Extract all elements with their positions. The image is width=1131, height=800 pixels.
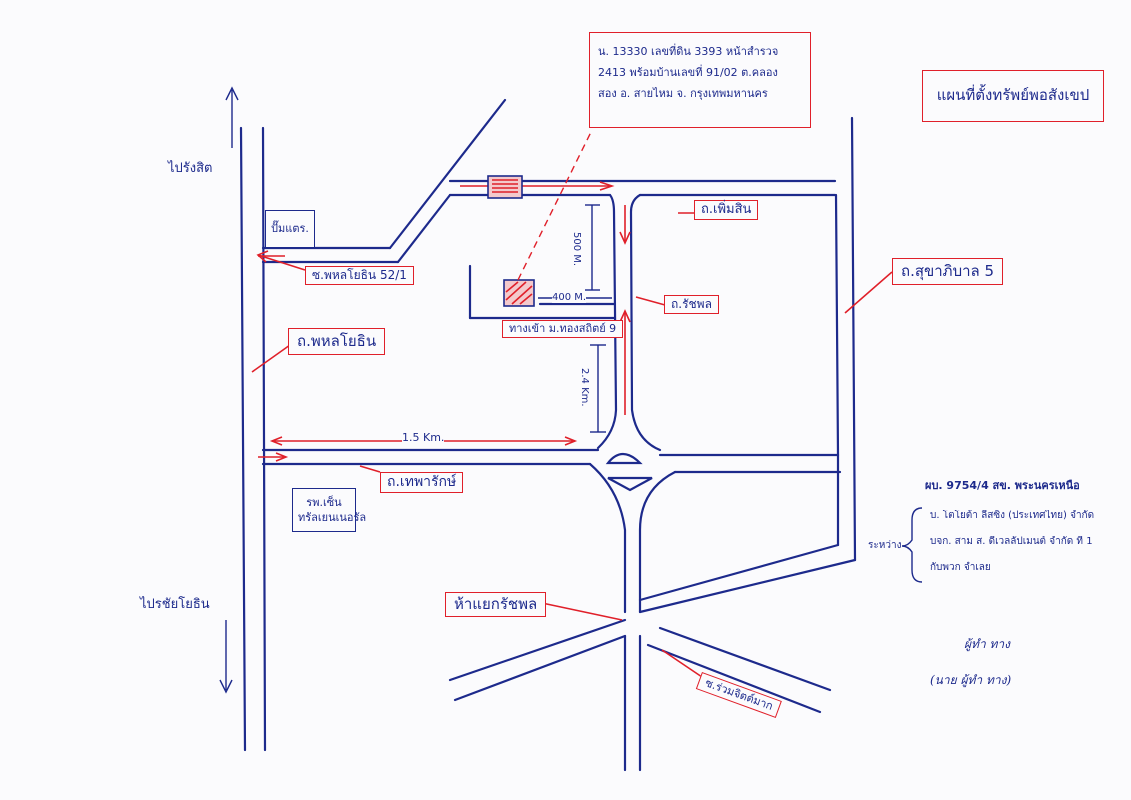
side-note-line-2: บจก. สาม ส. ดีเวลลัปเมนต์ จำกัด ที่ 1 <box>930 536 1093 547</box>
dist-15-arrowhead-right <box>564 436 578 446</box>
to-north-label: ไปรังสิต <box>168 161 213 176</box>
soi-phahon-red-arrow <box>257 254 306 271</box>
hospital-line-1: รพ.เซ็น <box>306 496 342 509</box>
village-red-arrowhead <box>619 309 631 323</box>
top-road-red-arrowhead <box>599 181 615 191</box>
north-arrow-head <box>225 86 239 101</box>
property-note: น. 13330 เลขที่ดิน 3393 หน้าสำรวจ 2413 พ… <box>589 32 811 128</box>
road-sukhaphiban-label: ถ.สุขาภิบาล 5 <box>892 258 1004 285</box>
junction-road-sw-bottom <box>453 634 627 702</box>
to-south-label: ไปรชัยโยธิน <box>140 597 210 612</box>
sukhaphiban-diag-top <box>638 558 857 614</box>
road-phoemsin-label: ถ.เพิ่มสิน <box>694 200 759 221</box>
road-phahon-right-edge <box>261 126 267 752</box>
leader-phahon <box>251 344 291 373</box>
roundabout-triangle-lower <box>607 476 653 492</box>
dist-15-arrowhead-left <box>269 436 283 446</box>
junction-label: ห้าแยกรัชพล <box>445 592 547 617</box>
side-note-between: ระหว่าง <box>868 540 902 551</box>
property-marker <box>503 279 535 307</box>
ratchaphon-red-arrowhead <box>619 231 631 245</box>
signature-caption: (นาย ผู้ทำ ทาง) <box>930 673 1012 687</box>
distance-15-label: 1.5 Km. <box>402 431 445 445</box>
theparak-red-arrowhead <box>275 452 289 462</box>
soi-phahon-label: ซ.พหลโยธิน 52/1 <box>305 266 414 286</box>
road-phahon-label: ถ.พหลโยธิน <box>288 328 386 355</box>
road-ratchaphon-label: ถ.รัชพล <box>664 295 719 315</box>
side-note-header: ผบ. 9754/4 สข. พระนครเหนือ <box>925 479 1080 492</box>
bridge-marker-stripes <box>492 179 518 193</box>
leader-junction <box>541 602 623 621</box>
south-arrow-head <box>219 679 233 694</box>
property-note-line-1: น. 13330 เลขที่ดิน 3393 หน้าสำรวจ <box>598 45 779 58</box>
ratchaphon-left-edge <box>596 193 618 450</box>
road-theparak-label: ถ.เทพารักษ์ <box>380 472 464 494</box>
diagonal-road-left <box>388 98 507 250</box>
property-leader <box>517 129 593 281</box>
hospital-line-2: ทรัลเยนเนอรัล <box>298 511 367 524</box>
distance-500-label: 500 M. <box>571 232 582 267</box>
village-entrance-label: ทางเข้า ม.ทองสถิตย์ 9 <box>502 320 624 339</box>
side-note-bracket <box>901 507 923 583</box>
leader-theparak <box>359 465 381 473</box>
roundabout-triangle <box>605 452 643 465</box>
junction-road-se-bottom <box>646 643 822 714</box>
junction-road-se-top <box>658 626 832 692</box>
leader-sukhaphiban <box>844 271 893 314</box>
soi-phahon-red-arrowhead <box>256 250 269 263</box>
road-phahon-left-edge <box>239 126 247 752</box>
property-note-line-2: 2413 พร้อมบ้านเลขที่ 91/02 ต.คลอง <box>598 66 778 79</box>
diagonal-road-right <box>396 193 452 264</box>
leader-soi-bottom <box>661 649 703 678</box>
ratchaphon-right-edge <box>629 193 662 452</box>
sukhaphiban-right-edge <box>850 116 857 562</box>
sukhaphiban-diag-lower <box>638 543 840 602</box>
leader-ratchaphon <box>635 296 666 306</box>
south-road-right-edge <box>638 470 677 614</box>
distance-400-label: 400 M. <box>552 292 587 303</box>
distance-24-label: 2.4 Km. <box>579 368 590 407</box>
side-note-line-3: กับพวก จำเลย <box>930 562 991 573</box>
side-note-line-1: บ. โตโยต้า ลีสซิ่ง (ประเทศไทย) จำกัด <box>930 510 1095 521</box>
signature: ผู้ทำ ทาง <box>964 637 1011 651</box>
sukhaphiban-left-edge <box>834 193 840 457</box>
junction-road-sw-top <box>448 618 627 682</box>
hospital-label: รพ.เซ็น ทรัลเยนเนอรัล <box>292 488 367 532</box>
property-marker-hatch <box>505 281 533 305</box>
south-road-left-edge <box>588 462 627 614</box>
map-title: แผนที่ตั้งทรัพย์พอสังเขป <box>922 70 1104 122</box>
shop-label: ปั๊มแตร. <box>265 210 315 248</box>
property-note-line-3: สอง อ. สายไหม จ. กรุงเทพมหานคร <box>598 87 768 100</box>
